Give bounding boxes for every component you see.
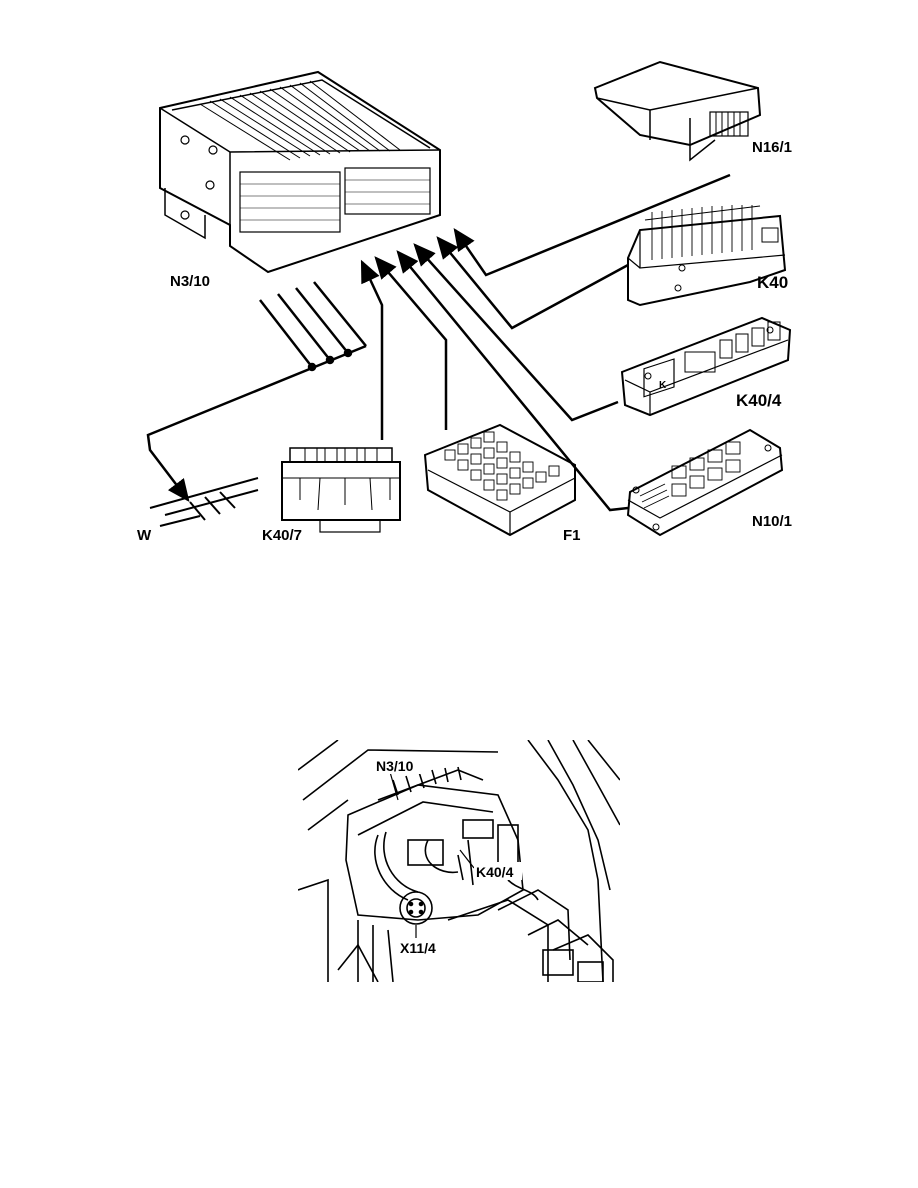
svg-text:K: K	[659, 380, 667, 391]
label-k40: K40	[757, 273, 788, 292]
label-k40-7: K40/7	[262, 527, 302, 544]
label-n10-1: N10/1	[752, 513, 792, 530]
n16-1-module	[593, 60, 762, 162]
f1-fuse-box	[423, 423, 576, 537]
component-location-view: N3/10 K40/4 X11/4	[298, 740, 620, 982]
n10-1-module	[626, 428, 784, 537]
n3-10-control-module	[159, 70, 441, 274]
label-x11-4-location: X11/4	[400, 940, 436, 956]
signal-wires	[360, 173, 731, 512]
label-k40-4: K40/4	[736, 391, 782, 410]
label-n3-10: N3/10	[170, 273, 210, 290]
k40-7-relay	[281, 447, 401, 533]
label-w: W	[137, 527, 152, 544]
ground-point-w	[149, 477, 259, 527]
label-n3-10-location: N3/10	[376, 758, 414, 774]
k40-4-relay-box: K	[620, 316, 792, 417]
label-f1: F1	[563, 527, 581, 544]
label-k40-4-location: K40/4	[476, 864, 514, 880]
label-n16-1: N16/1	[752, 139, 792, 156]
engine-bay-linework	[298, 740, 620, 982]
ground-wires	[146, 281, 367, 502]
wiring-diagram: K	[137, 60, 792, 544]
k40-fuse-relay-box	[627, 205, 787, 307]
